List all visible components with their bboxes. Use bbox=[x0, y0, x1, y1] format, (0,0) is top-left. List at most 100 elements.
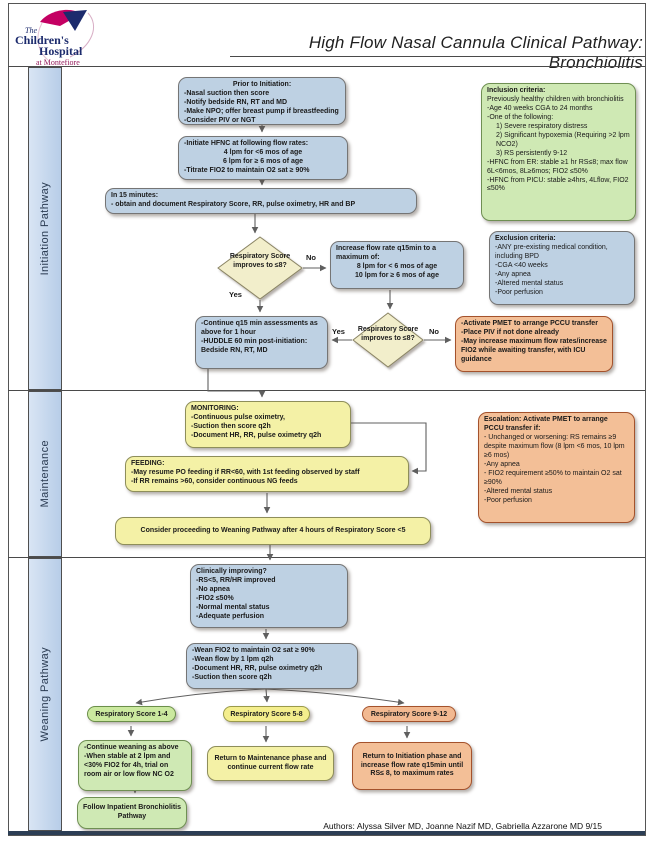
continue-q15-assessments-box: -Continue q15 min assessments as above f… bbox=[195, 316, 328, 369]
text-line: - FIO2 requirement ≥50% to maintain O2 s… bbox=[484, 469, 622, 486]
text-line: -HFNC from ER: stable ≥1 hr RS≤8; max fl… bbox=[487, 158, 628, 175]
text-line: In 15 minutes: bbox=[111, 192, 159, 199]
text-line: -HFNC from PICU: stable ≥4hrs, 4Lflow, F… bbox=[487, 176, 629, 193]
node-title: Inclusion criteria: bbox=[487, 87, 546, 94]
edge-label-no-1: No bbox=[306, 253, 316, 262]
text-line: -No apnea bbox=[196, 585, 230, 593]
bottom-rule bbox=[8, 831, 645, 835]
sidebar-maintenance: Maintenance bbox=[28, 391, 62, 557]
text-line: -Wean flow by 1 lpm q2h bbox=[192, 655, 274, 663]
page-frame bbox=[8, 3, 646, 836]
node-title: MONITORING: bbox=[191, 405, 239, 412]
decision-2-text: Respiratory Score improves to ≤8? bbox=[357, 326, 419, 342]
text-line: Increase flow rate q15min to a maximum o… bbox=[336, 245, 436, 261]
node-title: FEEDING: bbox=[131, 460, 165, 467]
text-line: -Continuous pulse oximetry, bbox=[191, 413, 285, 421]
text-line: -Poor perfusion bbox=[484, 496, 532, 504]
increase-flow-rate-box: Increase flow rate q15min to a maximum o… bbox=[330, 241, 464, 289]
follow-inpatient-pathway-box: Follow Inpatient Bronchiolitis Pathway bbox=[77, 797, 187, 829]
text-line: -Document HR, RR, pulse oximetry q2h bbox=[191, 431, 322, 439]
logo-text-the: The bbox=[25, 26, 37, 35]
text-line: 4 lpm for <6 mos of age bbox=[223, 148, 303, 156]
text-line: -Activate PMET to arrange PCCU transfer bbox=[461, 320, 598, 327]
respiratory-score-9-12-pill: Respiratory Score 9-12 bbox=[362, 706, 456, 722]
text-line: -Altered mental status bbox=[495, 279, 564, 287]
text-line: -Wean FIO2 to maintain O2 sat ≥ 90% bbox=[192, 647, 315, 654]
sidebar-label: Weaning Pathway bbox=[39, 647, 51, 742]
text-line: -When stable at 2 lpm and <30% FIO2 for … bbox=[84, 752, 174, 778]
text-line: -Place PIV if not done already bbox=[461, 328, 560, 336]
logo-bird-wing-navy bbox=[63, 10, 87, 31]
text-line: -Poor perfusion bbox=[495, 288, 543, 296]
text-line: -FIO2 ≤50% bbox=[196, 594, 234, 602]
text-line: 1) Severe respiratory distress bbox=[496, 122, 588, 130]
prior-to-initiation-box: Prior to Initiation: -Nasal suction then… bbox=[178, 77, 346, 125]
edge-label-no-2: No bbox=[429, 327, 439, 336]
page-title: High Flow Nasal Cannula Clinical Pathway… bbox=[308, 33, 643, 72]
edge-label-yes-2: Yes bbox=[332, 327, 345, 336]
respiratory-score-1-4-pill: Respiratory Score 1-4 bbox=[87, 706, 176, 722]
text-line: 3) RS persistently 9-12 bbox=[496, 149, 568, 157]
text-line: 8 lpm for < 6 mos of age bbox=[356, 262, 438, 270]
text-line: -Titrate FIO2 to maintain O2 sat ≥ 90% bbox=[184, 166, 310, 174]
logo-text-montefiore: at Montefiore bbox=[36, 58, 80, 67]
clinically-improving-box: Clinically improving? -RS<5, RR/HR impro… bbox=[190, 564, 348, 628]
sidebar-label: Initiation Pathway bbox=[39, 181, 51, 276]
text-line: -Any apnea bbox=[484, 460, 520, 468]
text-line: -Nasal suction then score bbox=[184, 89, 270, 97]
logo-text-hospital: Hospital bbox=[39, 44, 83, 58]
consider-weaning-box: Consider proceeding to Weaning Pathway a… bbox=[115, 517, 431, 545]
text-line: -Altered mental status bbox=[484, 487, 553, 495]
text-line: Consider proceeding to Weaning Pathway a… bbox=[140, 526, 406, 534]
text-line: -If RR remains >60, consider continuous … bbox=[131, 477, 298, 485]
text-line: 2) Significant hypoxemia (Requiring >2 l… bbox=[496, 131, 630, 148]
text-line: -ANY pre-existing medical condition, inc… bbox=[495, 243, 608, 260]
logo-text-childrens: Children's bbox=[15, 33, 69, 47]
text-line: -Age 40 weeks CGA to 24 months bbox=[487, 104, 593, 112]
text-line: - obtain and document Respiratory Score,… bbox=[111, 200, 356, 208]
text-line: -Document HR, RR, pulse oximetry q2h bbox=[192, 664, 323, 672]
text-line: -HUDDLE 60 min post-initiation: bbox=[201, 337, 308, 345]
inclusion-criteria-box: Inclusion criteria: Previously healthy c… bbox=[481, 83, 636, 221]
text-line: -Continue q15 min assessments as above f… bbox=[201, 320, 318, 336]
node-title: Clinically improving? bbox=[196, 568, 267, 575]
sidebar-weaning-pathway: Weaning Pathway bbox=[28, 558, 62, 831]
text-line: -Suction then score q2h bbox=[191, 422, 271, 430]
text-line: -Normal mental status bbox=[196, 603, 270, 611]
return-maintenance-box: Return to Maintenance phase and continue… bbox=[207, 746, 334, 781]
logo-graphic: The Children's Hospital at Montefiore bbox=[15, 9, 94, 67]
escalation-box: Escalation: Activate PMET to arrange PCC… bbox=[478, 412, 635, 523]
text-line: - Unchanged or worsening: RS remains ≥9 … bbox=[484, 433, 625, 459]
text-line: -Continue weaning as above bbox=[84, 744, 179, 751]
chart-top-line bbox=[8, 66, 645, 67]
monitoring-box: MONITORING: -Continuous pulse oximetry, … bbox=[185, 401, 351, 448]
feeding-box: FEEDING: -May resume PO feeding if RR<60… bbox=[125, 456, 409, 492]
return-initiation-box: Return to Initiation phase and increase … bbox=[352, 742, 472, 790]
activate-pmet-box: -Activate PMET to arrange PCCU transfer … bbox=[455, 316, 613, 372]
text-line: Bedside RN, RT, MD bbox=[201, 346, 268, 354]
text-line: -Suction then score q2h bbox=[192, 673, 272, 681]
text-line: -Initiate HFNC at following flow rates: bbox=[184, 140, 309, 147]
text-line: -Make NPO; offer breast pump if breastfe… bbox=[184, 107, 339, 115]
edge-label-yes-1: Yes bbox=[229, 290, 242, 299]
text-line: -May increase maximum flow rates/increas… bbox=[461, 337, 607, 363]
text-line: -Notify bedside RN, RT and MD bbox=[184, 98, 288, 106]
decision-1-text: Respiratory Score improves to ≤8? bbox=[229, 253, 291, 269]
in-15-minutes-box: In 15 minutes: - obtain and document Res… bbox=[105, 188, 417, 214]
wean-fio2-box: -Wean FIO2 to maintain O2 sat ≥ 90% -Wea… bbox=[186, 643, 358, 689]
node-title: Prior to Initiation: bbox=[232, 81, 292, 88]
exclusion-criteria-box: Exclusion criteria: -ANY pre-existing me… bbox=[489, 231, 635, 305]
text-line: -RS<5, RR/HR improved bbox=[196, 576, 276, 584]
title-underline bbox=[230, 56, 645, 57]
node-title: Exclusion criteria: bbox=[495, 235, 556, 242]
text-line: -Consider PIV or NGT bbox=[184, 116, 256, 124]
authors-footer: Authors: Alyssa Silver MD, Joanne Nazif … bbox=[323, 821, 602, 831]
section-divider-1 bbox=[8, 390, 645, 391]
respiratory-score-5-8-pill: Respiratory Score 5-8 bbox=[223, 706, 310, 722]
node-title: Escalation: Activate PMET to arrange PCC… bbox=[484, 416, 608, 432]
text-line: -Adequate perfusion bbox=[196, 612, 265, 620]
text-line: -One of the following: bbox=[487, 113, 554, 121]
sidebar-initiation-pathway: Initiation Pathway bbox=[28, 67, 62, 390]
text-line: 10 lpm for ≥ 6 mos of age bbox=[355, 271, 439, 279]
text-line: Previously healthy children with bronchi… bbox=[487, 95, 624, 103]
